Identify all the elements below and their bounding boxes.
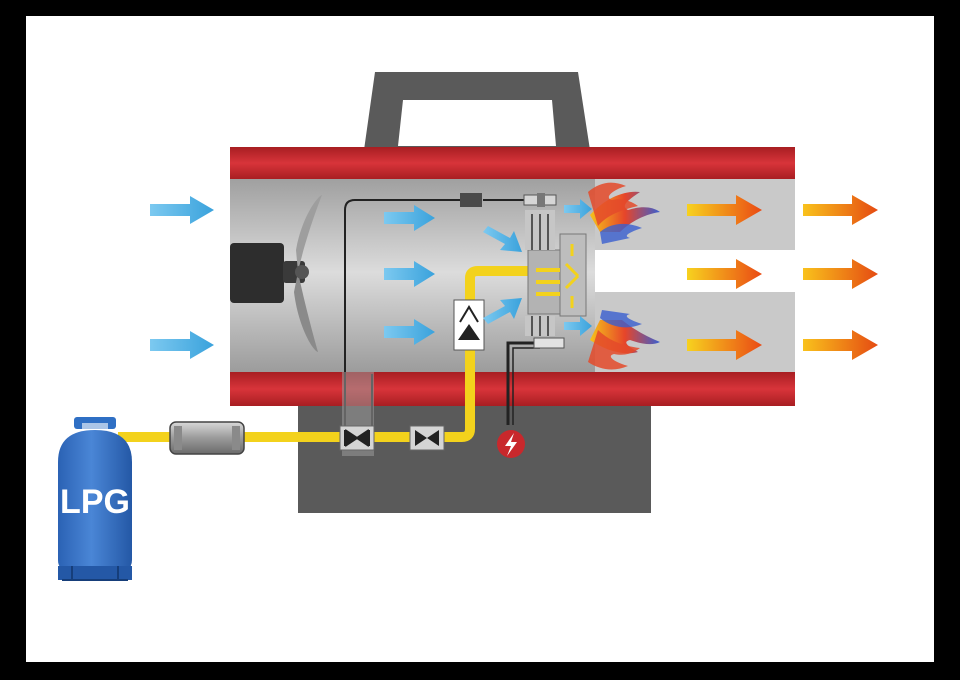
pressure-regulator-icon [453, 299, 485, 351]
hot-air-arrow [687, 330, 762, 360]
solenoid-valve-icon [339, 425, 375, 451]
hot-air-arrow [687, 195, 762, 225]
hot-air-arrow [803, 330, 878, 360]
nozzle-icon [533, 337, 565, 349]
hot-air-arrow [803, 195, 878, 225]
air-intake-arrow [150, 196, 214, 224]
gas-line [118, 266, 528, 442]
air-flow-arrow [483, 226, 522, 252]
thermostat-sensor [460, 193, 482, 207]
air-flow-arrow [384, 319, 435, 345]
air-flow-arrow [483, 298, 522, 324]
fan-icon [294, 195, 322, 352]
tank-label: LPG [60, 483, 130, 521]
burner-icon [525, 210, 587, 336]
air-flow-arrow [384, 205, 435, 231]
control-wire [344, 199, 460, 440]
flame-icon [588, 310, 660, 370]
carry-handle [364, 72, 590, 150]
fan-motor [230, 243, 284, 303]
hot-air-arrow [803, 259, 878, 289]
air-flow-arrow [384, 261, 435, 287]
air-flow-arrow [564, 199, 592, 219]
lpg-tank-icon [58, 417, 132, 581]
hot-air-arrow [687, 259, 762, 289]
solenoid-valve-icon [409, 425, 445, 451]
spark-igniter-icon [497, 430, 525, 458]
housing-top [230, 147, 795, 179]
ignition-wire [506, 341, 540, 425]
gas-filter [169, 421, 245, 455]
air-intake-arrow [150, 331, 214, 359]
air-flow-arrow [564, 316, 592, 336]
flame-icon [588, 182, 660, 244]
